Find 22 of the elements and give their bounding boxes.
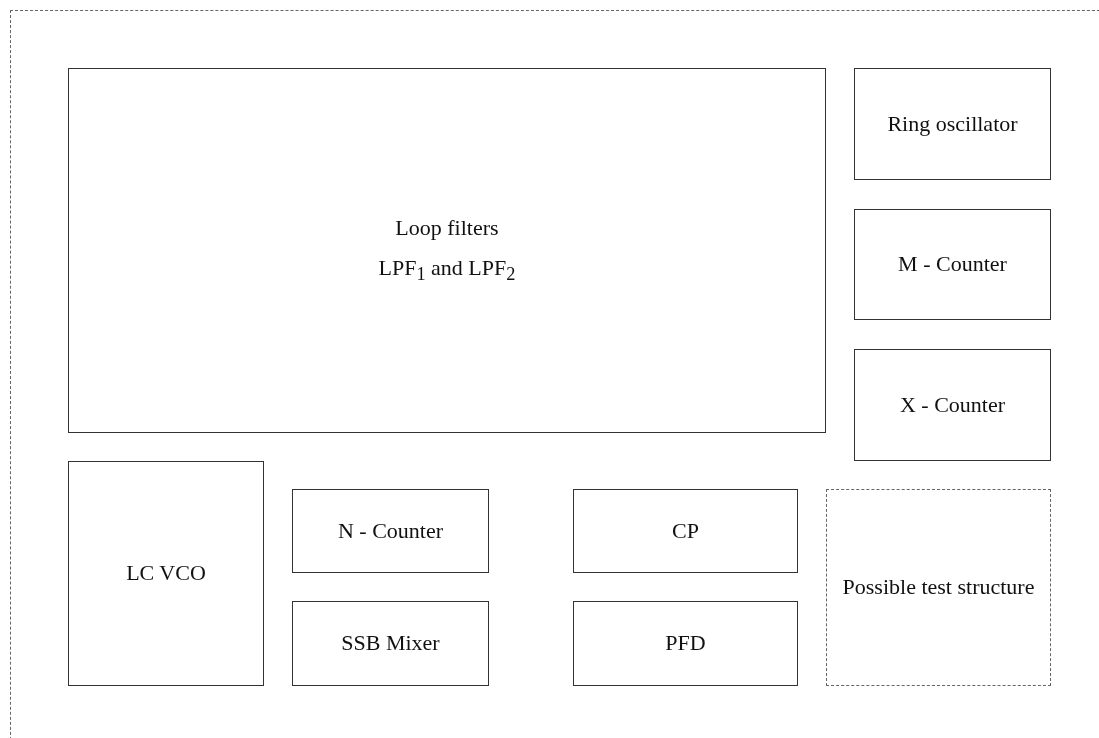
block-box xyxy=(292,489,489,573)
block-box xyxy=(573,489,798,573)
block-box xyxy=(68,68,826,433)
block-box xyxy=(292,601,489,686)
block-label: PFD xyxy=(664,630,707,657)
block-label: X - Counter xyxy=(898,391,1007,419)
dashed-block-box xyxy=(826,489,1051,686)
block-label: M - Counter xyxy=(897,251,1008,278)
block-label: Ring oscillator xyxy=(886,110,1019,138)
block-box xyxy=(573,601,798,686)
block-box xyxy=(68,461,264,686)
block-label: SSB Mixer xyxy=(340,630,441,657)
block-label: Loop filters xyxy=(394,214,500,241)
block-label: N - Counter xyxy=(336,517,445,545)
block-sublabel: LPF$_{1}$ and LPF$_{2}$ xyxy=(377,255,517,287)
block-box xyxy=(854,349,1051,461)
block-label: LC VCO xyxy=(125,560,207,587)
block-label: Possible test structure xyxy=(841,574,1036,601)
block-box xyxy=(854,209,1051,320)
block-label: CP xyxy=(671,517,700,545)
dashed-frame-box xyxy=(10,10,1099,738)
block-box xyxy=(854,68,1051,180)
